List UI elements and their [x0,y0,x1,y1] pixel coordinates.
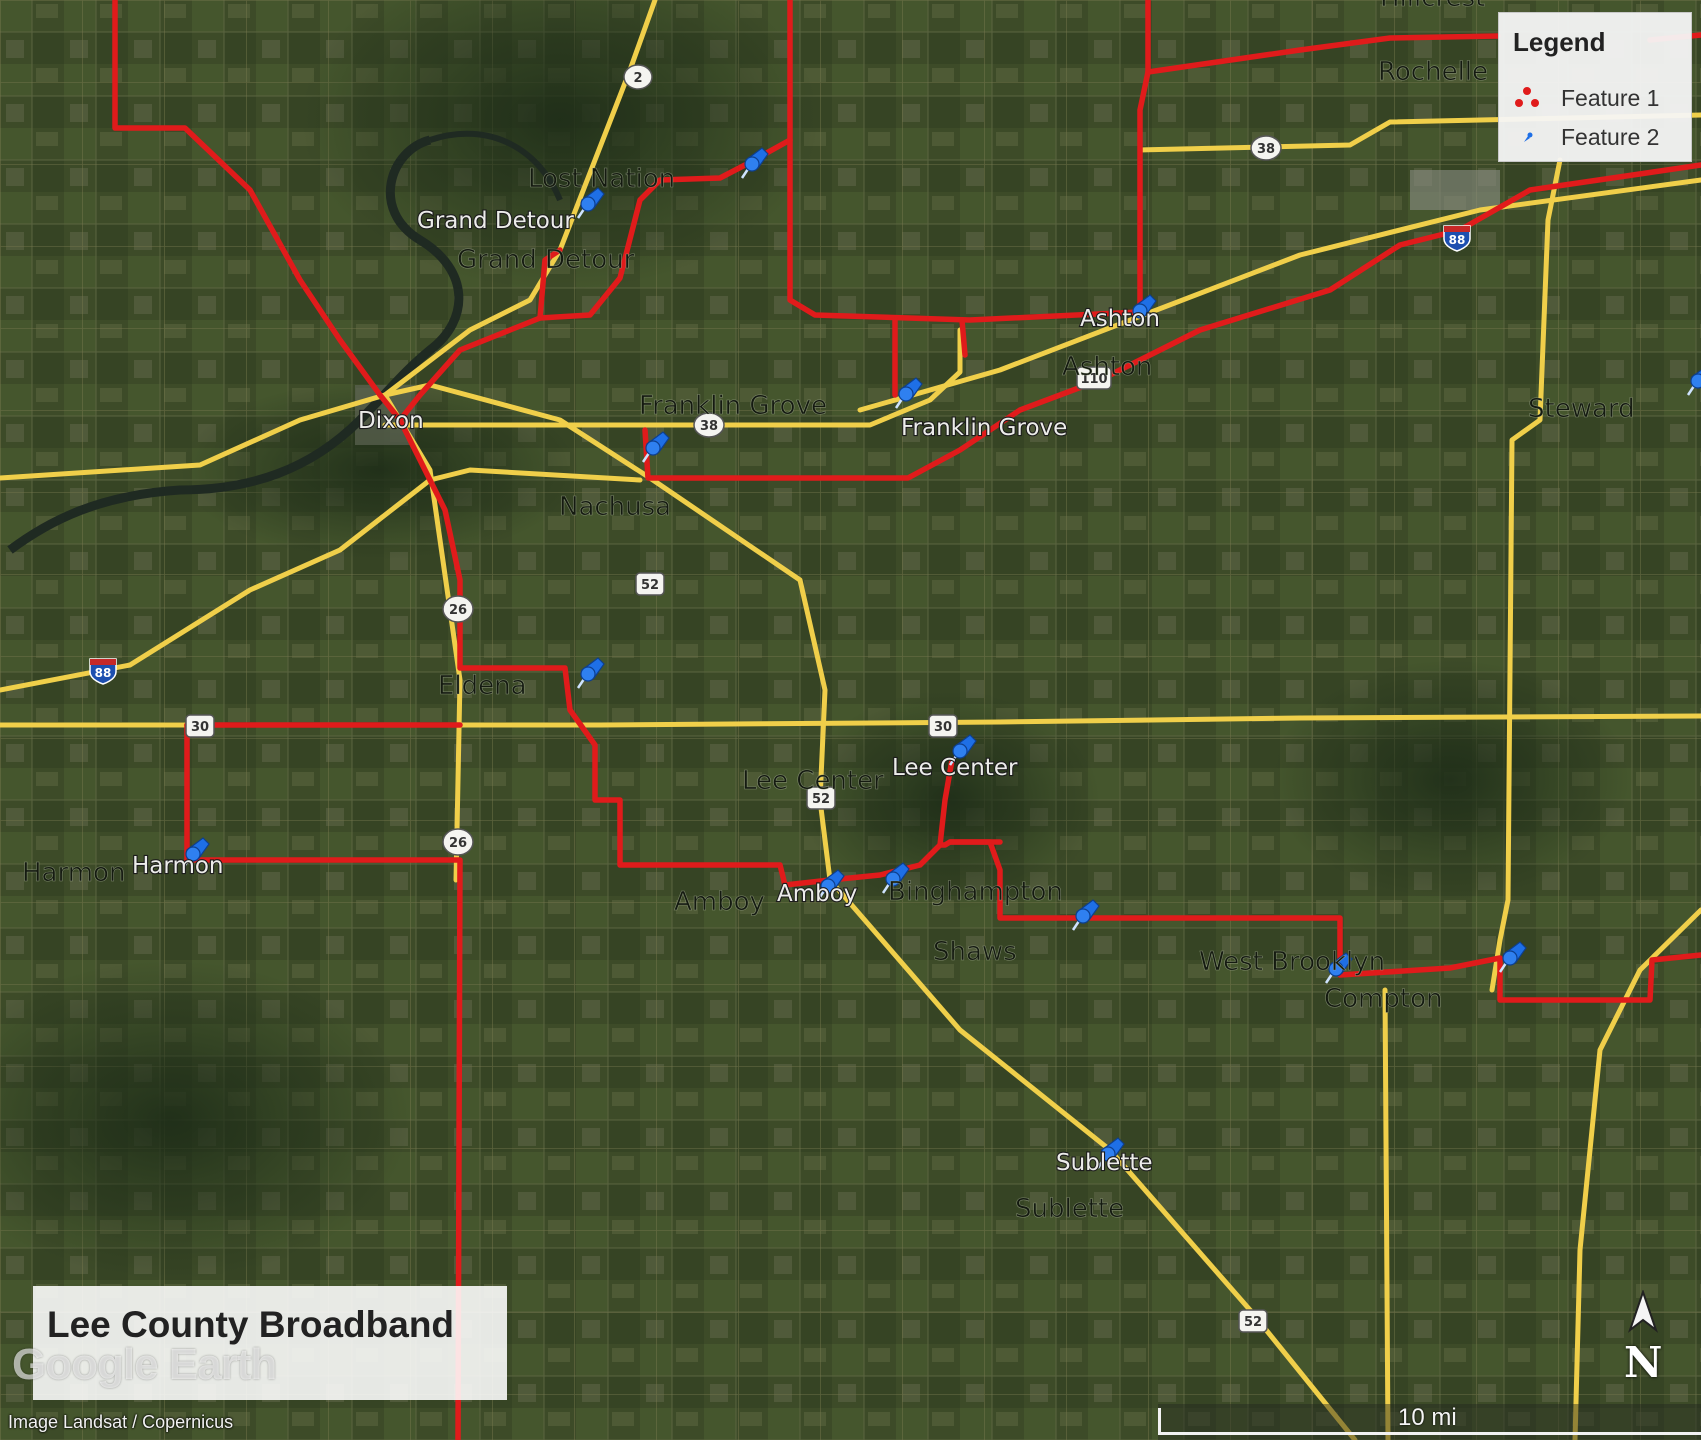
map-title: Lee County Broadband [47,1304,455,1345]
blue-pushpin-icon [1524,132,1533,142]
place-label-franklin-grove[interactable]: Franklin Grove [900,414,1068,442]
svg-text:38: 38 [700,419,718,434]
scale-label: 10 mi [1398,1404,1457,1431]
place-label-steward[interactable]: Steward [1528,394,1635,425]
place-label-hillcrest[interactable]: Hillcrest [1380,0,1486,13]
place-label-sublette[interactable]: Sublette [1015,1194,1125,1225]
north-arrow-icon [1627,1288,1659,1333]
scale-tick [1158,1408,1161,1435]
svg-text:52: 52 [641,578,659,593]
svg-text:52: 52 [1244,1315,1262,1330]
place-label-franklin-grove[interactable]: Franklin Grove [639,391,828,422]
rochelle-urban-area [1410,170,1500,210]
place-label-grand-detour[interactable]: Grand Detour [457,245,635,276]
legend-item-feature-1[interactable]: Feature 1 [1513,83,1689,113]
svg-text:26: 26 [449,836,467,851]
forest-area [0,960,410,1280]
svg-text:52: 52 [812,792,830,807]
place-label-sublette[interactable]: Sublette [1055,1149,1154,1177]
place-label-lost-nation[interactable]: Lost Nation [528,164,676,195]
route-shields: 2 38 88 110 38 52 [89,64,1471,1333]
svg-text:88: 88 [1449,233,1466,247]
forest-area [300,0,820,290]
place-label-grand-detour[interactable]: Grand Detour [416,207,576,235]
place-label-lee-center[interactable]: Lee Center [742,766,885,797]
route-52-shield: 52 [1238,1309,1268,1333]
place-label-west-brooklyn[interactable]: West Brooklyn [1199,947,1386,978]
interstate-88-shield: 88 [89,658,117,685]
svg-text:30: 30 [191,720,209,735]
svg-text:110: 110 [1080,372,1107,387]
interstate-88-shield: 88 [1443,225,1471,252]
scale-line [1158,1432,1701,1435]
place-label-binghampton[interactable]: Binghampton [888,877,1063,908]
red-line-dots-icon [1515,87,1539,107]
svg-text:30: 30 [934,720,952,735]
place-label-compton[interactable]: Compton [1324,984,1443,1015]
svg-text:88: 88 [95,666,112,680]
legend-title: Legend [1513,27,1606,57]
place-label-nachusa[interactable]: Nachusa [559,492,672,523]
north-label: N [1624,1338,1663,1387]
north-arrow: N [1618,1288,1668,1390]
route-2-shield: 2 [623,64,653,90]
forest-area [1270,660,1630,900]
place-label-ashton[interactable]: Ashton [1079,305,1161,333]
route-110-shield: 110 [1076,366,1112,390]
place-label-ashton[interactable]: Ashton [1062,352,1153,383]
legend-item-feature-2[interactable]: Feature 2 [1513,122,1689,152]
place-label-harmon[interactable]: Harmon [22,858,126,889]
route-52-shield: 52 [635,572,665,596]
place-label-eldena[interactable]: Eldena [438,671,527,702]
rock-river [429,130,563,202]
feature-1-lines [112,0,1701,1440]
place-label-rochelle[interactable]: Rochelle [1378,57,1489,88]
route-52-shield: 52 [806,786,836,810]
route-26-shield: 26 [442,595,474,623]
scale-bar: 10 mi [1158,1404,1701,1440]
legend-item-label: Feature 1 [1561,85,1660,111]
svg-text:38: 38 [1257,142,1275,157]
place-labels: Rochelle Hillcrest Lost Nation Grand Det… [22,0,1635,1224]
svg-text:26: 26 [449,603,467,618]
place-label-harmon[interactable]: Harmon [131,852,225,880]
place-label-shaws[interactable]: Shaws [933,937,1017,968]
place-label-amboy[interactable]: Amboy [674,887,766,918]
route-30-shield: 30 [185,714,215,738]
route-26-shield: 26 [442,828,474,856]
google-earth-logo: Google Earth [12,1340,277,1389]
forest-area [800,690,1100,910]
place-label-lee-center[interactable]: Lee Center [891,754,1019,782]
place-label-dixon[interactable]: Dixon [357,407,425,435]
route-38-shield: 38 [693,412,725,438]
route-38-shield: 38 [1250,135,1282,161]
map-title-box: Lee County Broadband [33,1286,507,1400]
place-label-amboy[interactable]: Amboy [776,880,859,908]
legend-item-label: Feature 2 [1561,124,1660,150]
imagery-credit: Image Landsat / Copernicus [8,1412,234,1432]
route-30-shield: 30 [928,714,958,738]
legend-panel: Legend Feature 1 Feature 2 [1498,12,1692,162]
svg-text:2: 2 [633,71,642,86]
